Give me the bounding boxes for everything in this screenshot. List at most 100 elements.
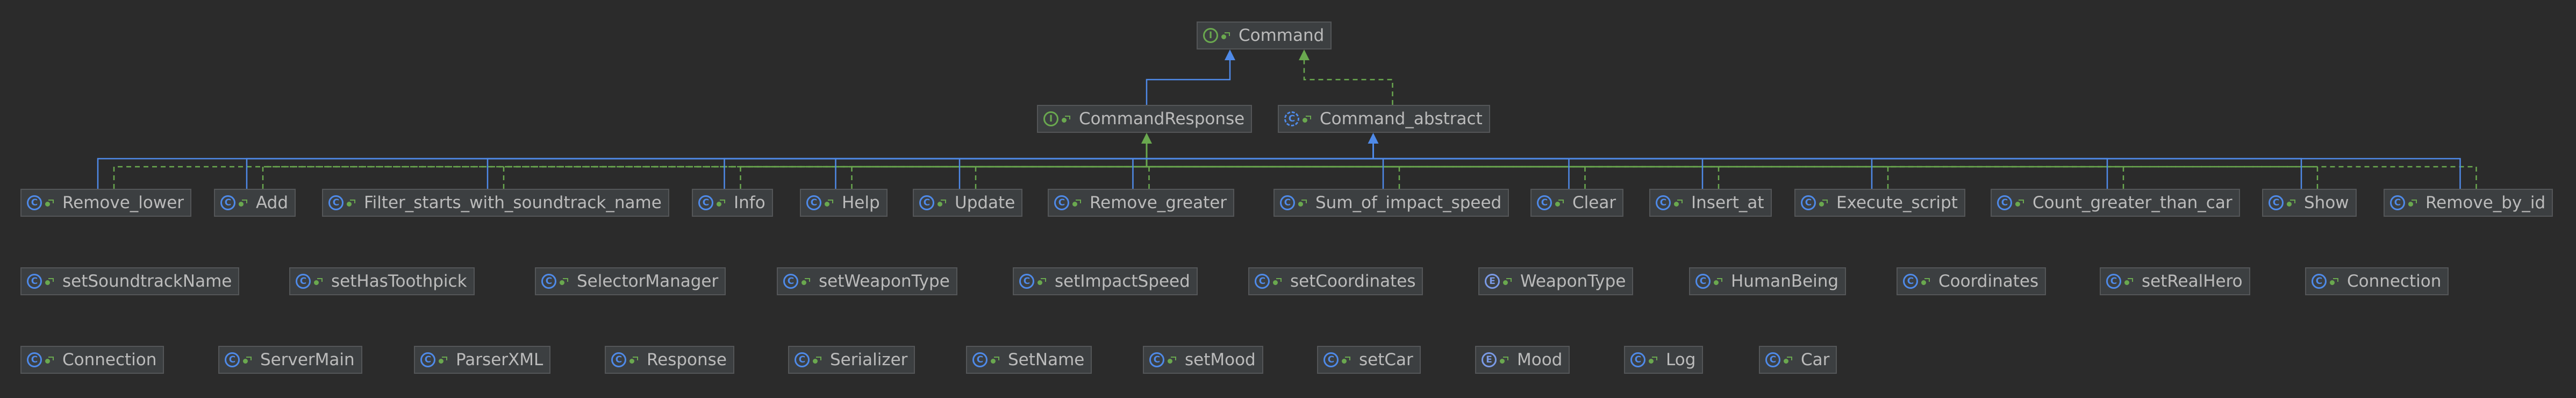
node-label: Remove_lower: [62, 193, 184, 212]
class-kind-icon: C: [1656, 195, 1671, 210]
class-kind-icon: C: [698, 195, 713, 210]
public-visibility-icon: [1555, 199, 1564, 207]
public-visibility-icon: [1819, 199, 1828, 207]
extends-arrowhead: [1225, 49, 1235, 60]
interface-kind-icon: I: [1043, 111, 1058, 126]
node-remove-lower[interactable]: C Remove_lower: [20, 189, 192, 217]
node-label: Add: [256, 193, 289, 212]
node-connection-2[interactable]: C Connection: [20, 346, 164, 374]
node-add[interactable]: C Add: [214, 189, 296, 217]
class-kind-icon: C: [806, 195, 821, 210]
node-label: Response: [647, 350, 727, 369]
public-visibility-icon: [1784, 356, 1792, 364]
public-visibility-icon: [314, 278, 323, 285]
class-kind-icon: C: [1801, 195, 1816, 210]
class-kind-icon: C: [1280, 195, 1295, 210]
node-label: Command_abstract: [1320, 109, 1483, 129]
node-label: setHasToothpick: [331, 272, 467, 291]
node-label: Sum_of_impact_speed: [1315, 193, 1502, 212]
public-visibility-icon: [991, 356, 999, 364]
public-visibility-icon: [2330, 278, 2338, 285]
node-label: Execute_script: [1836, 193, 1958, 212]
node-humanbeing[interactable]: C HumanBeing: [1689, 267, 1847, 295]
node-label: HumanBeing: [1731, 272, 1839, 291]
node-label: Serializer: [830, 350, 908, 369]
node-label: ServerMain: [260, 350, 355, 369]
class-kind-icon: C: [220, 195, 235, 210]
node-label: Connection: [62, 350, 157, 369]
public-visibility-icon: [45, 199, 54, 207]
node-label: setCoordinates: [1290, 272, 1416, 291]
class-kind-icon: C: [420, 352, 435, 367]
class-kind-icon: C: [972, 352, 988, 367]
public-visibility-icon: [813, 356, 821, 364]
node-label: Filter_starts_with_soundtrack_name: [364, 193, 662, 212]
edge-update-to-commandresponse: [975, 144, 1148, 189]
node-execute-script[interactable]: C Execute_script: [1794, 189, 1965, 217]
node-label: setCar: [1359, 350, 1413, 369]
public-visibility-icon: [802, 278, 810, 285]
public-visibility-icon: [1674, 199, 1683, 207]
class-kind-icon: C: [27, 195, 42, 210]
node-sum-of-impact-speed[interactable]: C Sum_of_impact_speed: [1273, 189, 1509, 217]
public-visibility-icon: [45, 278, 54, 285]
class-kind-icon: C: [1019, 274, 1034, 289]
public-visibility-icon: [1503, 278, 1512, 285]
class-kind-icon: C: [1695, 274, 1711, 289]
public-visibility-icon: [1649, 356, 1657, 364]
class-kind-icon: C: [1997, 195, 2012, 210]
public-visibility-icon: [1303, 115, 1311, 123]
public-visibility-icon: [1298, 199, 1307, 207]
node-label: setRealHero: [2142, 272, 2243, 291]
class-kind-icon: C: [541, 274, 556, 289]
node-label: Help: [842, 193, 880, 212]
class-kind-icon: C: [919, 195, 934, 210]
public-visibility-icon: [2015, 199, 2024, 207]
public-visibility-icon: [1714, 278, 1722, 285]
class-kind-icon: C: [27, 352, 42, 367]
public-visibility-icon: [439, 356, 447, 364]
node-commandresponse[interactable]: I CommandResponse: [1037, 105, 1253, 133]
public-visibility-icon: [1342, 356, 1350, 364]
node-label: Remove_greater: [1090, 193, 1227, 212]
node-label: Car: [1801, 350, 1830, 369]
node-label: CommandResponse: [1079, 109, 1245, 129]
interface-kind-icon: I: [1203, 28, 1218, 43]
node-help[interactable]: C Help: [800, 189, 888, 217]
public-visibility-icon: [1168, 356, 1176, 364]
class-kind-icon: C: [783, 274, 798, 289]
